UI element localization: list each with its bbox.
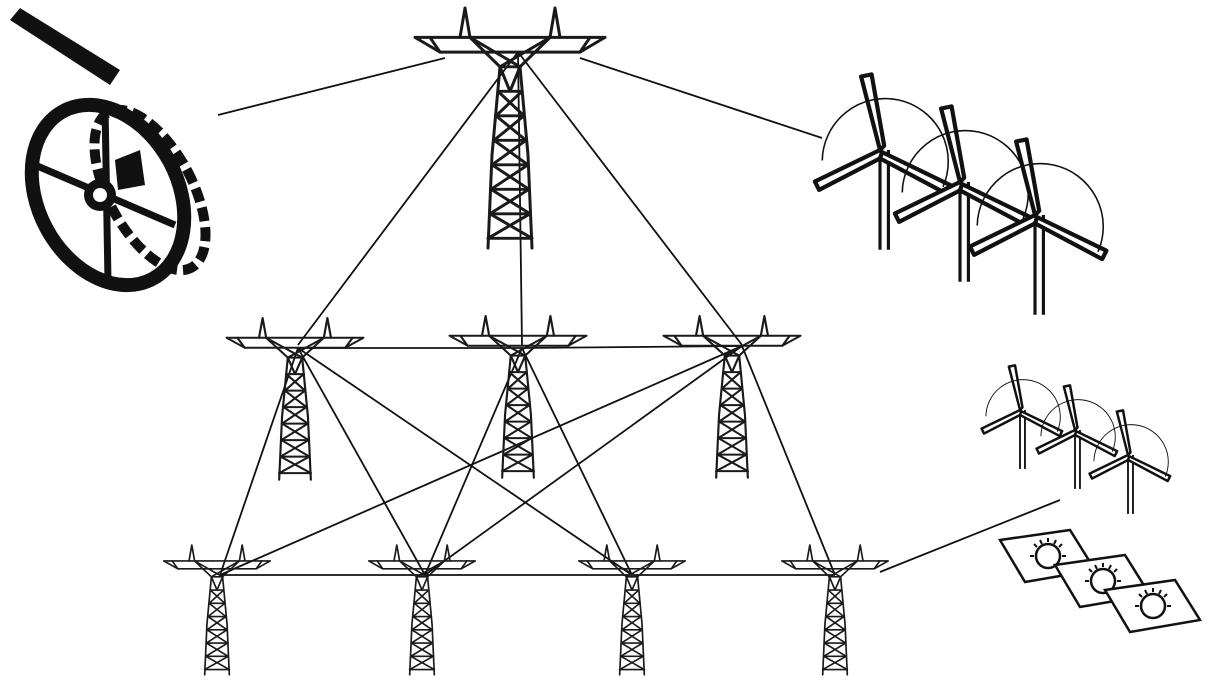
- pylon-icon: [450, 316, 587, 478]
- grid-connections: [218, 52, 1060, 575]
- turbine-generator: [2, 8, 229, 312]
- wind-turbine-2: [895, 106, 1032, 281]
- tower-bot-4: [782, 545, 888, 675]
- solar-panel-icon: [1000, 530, 1200, 632]
- turbine-generator-icon: [2, 8, 229, 312]
- link-mid3-to-bot4: [742, 346, 835, 575]
- link-top-to-wind-large: [580, 58, 822, 138]
- tower-bot-3: [579, 545, 685, 675]
- wind-turbines-icon: [815, 74, 1107, 314]
- wind-turbine-4: [982, 365, 1063, 469]
- pylon-icon: [164, 545, 270, 675]
- wind-turbine-3: [970, 139, 1107, 314]
- wind-farm-large: [815, 74, 1107, 314]
- pylon-icon: [579, 545, 685, 675]
- pylon-icon: [369, 545, 475, 675]
- pylon-icon: [664, 316, 801, 478]
- link-mid2-to-bot3: [522, 348, 632, 575]
- link-mid1-to-bot2: [298, 348, 425, 575]
- tower-mid-1: [227, 318, 364, 480]
- solar-panels: [1000, 530, 1200, 632]
- pylon-icon: [227, 318, 364, 480]
- tower-mid-2: [450, 316, 587, 478]
- wind-turbine-5: [1037, 385, 1118, 489]
- wind-turbine-1: [815, 74, 952, 249]
- link-mid3-to-bot2: [425, 346, 742, 575]
- tower-mid-3: [664, 316, 801, 478]
- wind-turbine-6: [1090, 410, 1171, 514]
- wind-turbines-icon: [982, 365, 1171, 514]
- pylon-icon: [782, 545, 888, 675]
- link-mid3-to-bot1: [220, 346, 742, 575]
- link-top-to-mid1: [298, 52, 518, 345]
- link-turbine-to-top: [218, 58, 445, 115]
- tower-bot-1: [164, 545, 270, 675]
- tower-bot-2: [369, 545, 475, 675]
- link-top-to-mid3: [518, 52, 742, 345]
- wind-farm-small: [982, 365, 1171, 514]
